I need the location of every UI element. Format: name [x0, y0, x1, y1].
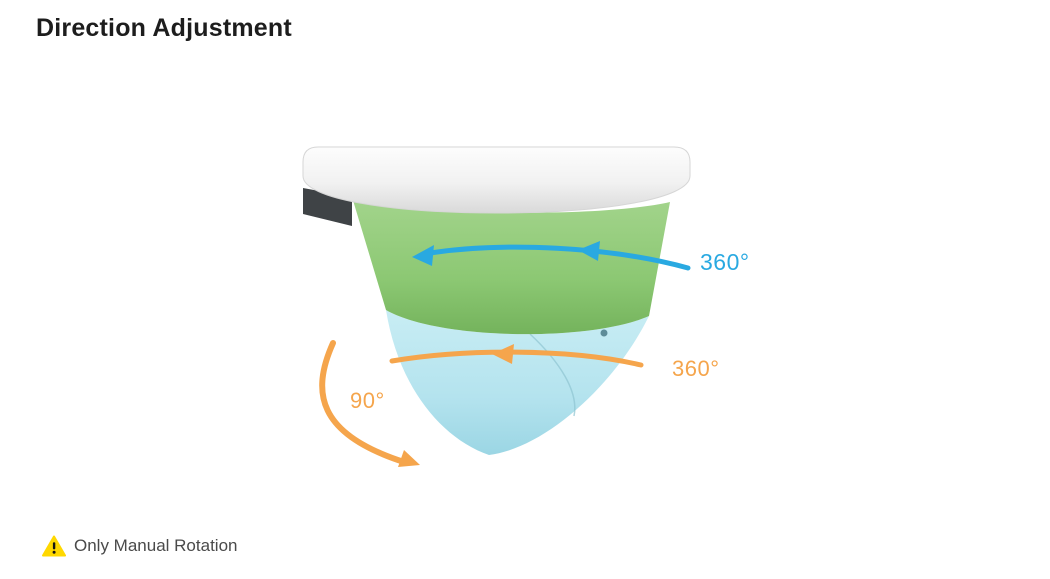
dome-angle-label: 360° — [672, 356, 720, 381]
footer-note-text: Only Manual Rotation — [74, 536, 238, 555]
tilt-rotation-arrow — [319, 340, 420, 467]
page-title: Direction Adjustment — [36, 14, 292, 42]
pan-rotation-arrow — [412, 241, 691, 271]
dome-screw — [600, 329, 608, 337]
pan-angle-label: 360° — [700, 249, 750, 275]
footer-note: Only Manual Rotation — [42, 535, 237, 557]
dome-rotation-arrow — [389, 344, 644, 368]
mount-base — [302, 146, 691, 214]
dome-seam-line — [529, 333, 576, 417]
rotation-collar — [352, 197, 670, 335]
lens-dome — [386, 310, 649, 455]
warning-icon — [42, 535, 66, 557]
tilt-angle-label: 90° — [350, 388, 385, 413]
